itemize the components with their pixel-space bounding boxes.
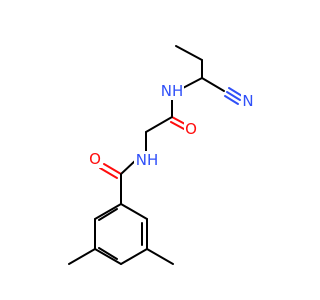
- bond-methyl-left: [68, 248, 96, 265]
- bond-ring-inner-c: [98, 208, 118, 221]
- atom-nh-top-label: NH: [161, 82, 184, 100]
- o-bottom-background: [88, 150, 102, 168]
- atom-nh-bottom-label: NH: [136, 151, 159, 169]
- bond-ring-c3-c4: [120, 248, 148, 265]
- bond-ethyl-ch3-ch2: [175, 45, 203, 61]
- bond-top-carbonyl-double-b: [170, 121, 185, 130]
- bond-ring-inner-b: [98, 247, 118, 260]
- bond-nitrile-triple-a: [226, 91, 241, 101]
- bond-top-carbonyl-double-a: [171, 116, 186, 125]
- bond-chiral-to-nh-top: [180, 77, 203, 90]
- bond-ring-c4-c5: [94, 248, 122, 265]
- bond-nh-bottom-to-benzoyl-carbon: [120, 159, 137, 175]
- bond-carbonyl-to-ch2: [145, 116, 173, 133]
- atom-nitrile-n-label: N: [242, 92, 253, 110]
- bond-layer: [68, 45, 243, 265]
- bond-nitrile-triple-c: [224, 95, 239, 105]
- atom-o-top-label: O: [185, 120, 197, 138]
- bond-chiral-to-nitrile-carbon: [201, 77, 225, 92]
- bond-bottom-carbonyl-double-b: [99, 167, 118, 179]
- o-top-background: [184, 120, 198, 138]
- nh-bottom-background: [134, 151, 160, 169]
- bond-nitrile-triple-b: [228, 87, 243, 97]
- bond-bottom-carbonyl-double-a: [103, 163, 122, 175]
- bond-ring-c1-c2: [120, 203, 148, 220]
- bond-ring-c6-c1: [94, 203, 122, 220]
- atom-label-layer: NH O N NH O: [88, 82, 255, 169]
- atom-o-bottom-label: O: [89, 150, 101, 168]
- nh-top-background: [160, 82, 184, 100]
- nitrile-n-background: [241, 92, 255, 110]
- molecule-structure-diagram: NH O N NH O: [68, 45, 255, 265]
- bond-methyl-right: [146, 248, 174, 265]
